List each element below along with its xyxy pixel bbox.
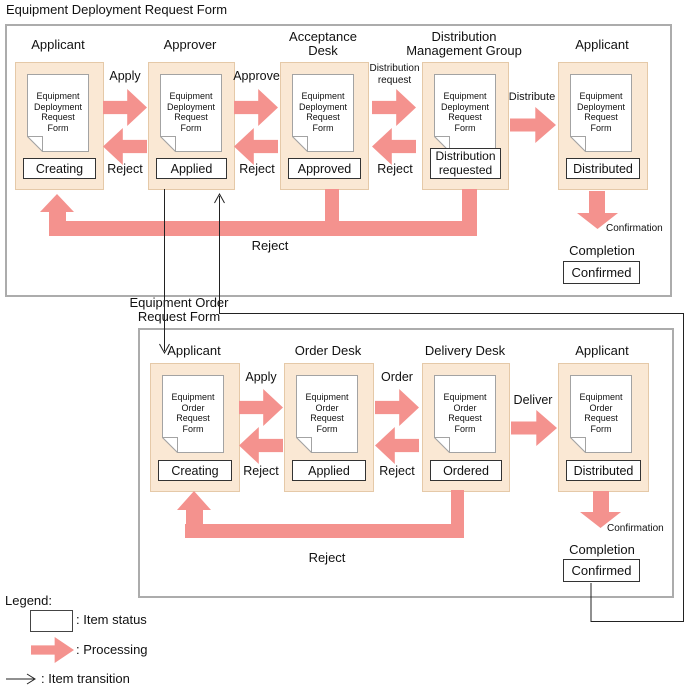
reject-bar-feed-distribution — [462, 189, 477, 223]
status-box: Applied — [292, 460, 366, 481]
col-header-distribution-mgmt-group: Distribution Management Group — [406, 29, 522, 58]
reject-bar-feed-delivery — [451, 490, 464, 526]
document-title: Equipment Order Request Form — [305, 392, 349, 434]
item-transition-arrow-icon — [6, 673, 36, 685]
document-title: Equipment Deployment Request Form — [298, 91, 348, 133]
card-acceptance-approved: Equipment Deployment Request Form Approv… — [280, 62, 369, 190]
col-header-approver: Approver — [163, 37, 217, 52]
document-icon: Equipment Order Request Form — [162, 375, 224, 453]
label-completion-top: Completion — [569, 243, 635, 258]
document-icon: Equipment Order Request Form — [570, 375, 632, 453]
col-header-applicant-2: Applicant — [575, 37, 629, 52]
document-icon: Equipment Deployment Request Form — [434, 74, 496, 152]
col-header-applicant-4: Applicant — [575, 343, 629, 358]
label-reject-main-top: Reject — [251, 238, 289, 253]
confirmation-arrow-shaft-top — [589, 191, 605, 214]
confirmation-arrow-shaft-bottom — [593, 491, 609, 513]
col-header-applicant-3: Applicant — [167, 343, 221, 358]
label-approve: Approve — [233, 69, 280, 83]
document-icon: Equipment Deployment Request Form — [27, 74, 89, 152]
confirmed-status-box-top: Confirmed — [563, 261, 640, 284]
document-icon: Equipment Deployment Request Form — [570, 74, 632, 152]
label-reject-3: Reject — [377, 162, 413, 176]
card-order-desk-applied: Equipment Order Request Form Applied — [284, 363, 374, 492]
document-title: Equipment Deployment Request Form — [576, 91, 626, 133]
status-box: Creating — [23, 158, 96, 179]
status-box: Distributed — [566, 158, 640, 179]
document-icon: Equipment Order Request Form — [434, 375, 496, 453]
document-title: Equipment Deployment Request Form — [166, 91, 216, 133]
status-box: Distribution requested — [430, 148, 501, 179]
confirmed-status-box-bottom: Confirmed — [563, 559, 640, 582]
label-apply: Apply — [109, 69, 141, 83]
legend-processing-label: : Processing — [76, 642, 148, 657]
col-header-applicant-1: Applicant — [31, 37, 85, 52]
label-confirmation-bottom: Confirmation — [607, 523, 664, 534]
status-box: Ordered — [430, 460, 502, 481]
document-title: Equipment Deployment Request Form — [33, 91, 83, 133]
label-reject-b1: Reject — [243, 464, 279, 478]
reject-bar-horizontal-bottom — [185, 524, 464, 538]
document-title: Equipment Order Request Form — [171, 392, 215, 434]
legend-item-status-label: : Item status — [76, 612, 147, 627]
document-icon: Equipment Order Request Form — [296, 375, 358, 453]
card-distribution-requested: Equipment Deployment Request Form Distri… — [422, 62, 509, 190]
card-delivery-desk-ordered: Equipment Order Request Form Ordered — [422, 363, 510, 492]
col-header-delivery-desk: Delivery Desk — [424, 343, 506, 358]
status-box: Distributed — [566, 460, 641, 481]
status-box: Approved — [288, 158, 361, 179]
reject-bar-feed-acceptance — [325, 189, 339, 223]
label-apply-bottom: Apply — [245, 370, 277, 384]
document-icon: Equipment Deployment Request Form — [160, 74, 222, 152]
document-title: Equipment Order Request Form — [443, 392, 487, 434]
label-order: Order — [381, 370, 413, 384]
card-applicant-distributed: Equipment Deployment Request Form Distri… — [558, 62, 648, 190]
card-order-applicant-distributed: Equipment Order Request Form Distributed — [558, 363, 649, 492]
card-approver-applied: Equipment Deployment Request Form Applie… — [148, 62, 235, 190]
col-header-acceptance-desk: Acceptance Desk — [289, 29, 357, 58]
reject-bar-shaft — [49, 211, 66, 223]
item-status-sample-box — [30, 610, 73, 632]
label-reject-2: Reject — [239, 162, 275, 176]
col-header-order-desk: Order Desk — [294, 343, 362, 358]
document-icon: Equipment Deployment Request Form — [292, 74, 354, 152]
document-title: Equipment Deployment Request Form — [440, 91, 490, 133]
label-distribution-request: Distribution request — [369, 63, 420, 86]
label-distribute: Distribute — [508, 91, 556, 103]
reject-bar-shaft-bottom — [186, 509, 203, 525]
label-reject-main-bottom: Reject — [308, 550, 346, 565]
legend-title: Legend: — [5, 593, 52, 608]
label-deliver: Deliver — [513, 393, 553, 407]
document-title: Equipment Order Request Form — [579, 392, 623, 434]
label-confirmation-top: Confirmation — [606, 223, 663, 234]
status-box: Applied — [156, 158, 227, 179]
status-box: Creating — [158, 460, 232, 481]
label-reject-b2: Reject — [379, 464, 415, 478]
top-flow-title: Equipment Deployment Request Form — [6, 2, 228, 17]
reject-bar-horizontal — [49, 221, 477, 236]
label-completion-bottom: Completion — [569, 542, 635, 557]
bottom-flow-title: Equipment Order Request Form — [129, 295, 229, 325]
label-reject-1: Reject — [107, 162, 143, 176]
card-order-applicant-creating: Equipment Order Request Form Creating — [150, 363, 240, 492]
legend-item-transition-label: : Item transition — [41, 671, 130, 686]
processing-arrow-icon — [31, 637, 74, 663]
card-applicant-creating: Equipment Deployment Request Form Creati… — [15, 62, 104, 190]
